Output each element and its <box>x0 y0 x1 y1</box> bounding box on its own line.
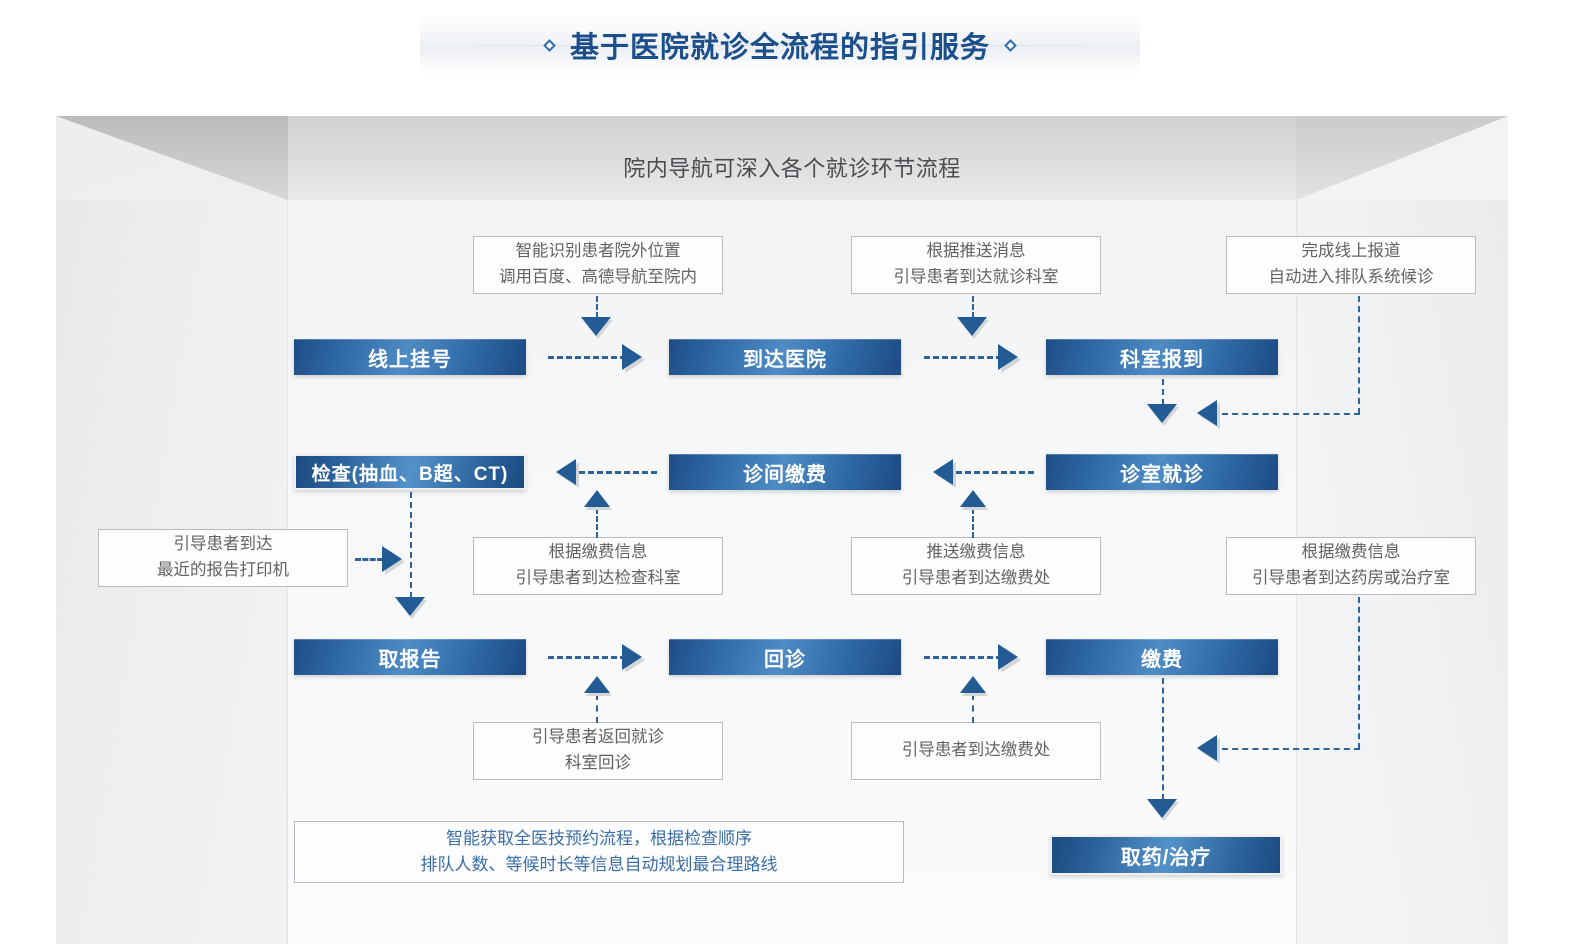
note-line: 智能获取全医技预约流程，根据检查顺序 <box>446 828 752 848</box>
arrow-up-icon <box>960 676 986 693</box>
note-box-9: 引导患者到达缴费处 <box>851 722 1101 780</box>
connector-note1-to-arrival <box>596 296 598 318</box>
note-box-10: 智能获取全医技预约流程，根据检查顺序 排队人数、等候时长等信息自动规划最合理路线 <box>294 821 904 883</box>
connector-row1-a <box>548 356 626 359</box>
connector-note3-vertical <box>1358 296 1360 414</box>
note-line: 引导患者返回就诊 <box>532 728 664 747</box>
arrow-left-icon <box>933 459 953 485</box>
connector-row1-b <box>924 356 1002 359</box>
arrow-up-icon <box>960 490 986 507</box>
note-line: 引导患者到达缴费处 <box>901 741 1051 760</box>
note-box-4: 引导患者到达 最近的报告打印机 <box>98 529 348 587</box>
note-line: 最近的报告打印机 <box>157 561 289 579</box>
process-box-payment[interactable]: 缴费 <box>1046 639 1278 675</box>
note-line: 科室回诊 <box>565 754 631 772</box>
connector-note4 <box>355 558 383 561</box>
note-line: 调用百度、高德导航至院内 <box>499 268 697 286</box>
note-line: 智能识别患者院外位置 <box>515 242 681 261</box>
process-box-examination[interactable]: 检查(抽血、B超、CT) <box>294 454 526 490</box>
arrow-up-icon <box>584 676 610 693</box>
connector-note8-up <box>596 694 598 723</box>
note-box-2: 根据推送消息 引导患者到达就诊科室 <box>851 236 1101 294</box>
note-line: 根据推送消息 <box>926 242 1026 261</box>
process-box-in-clinic-payment[interactable]: 诊间缴费 <box>669 454 901 490</box>
note-line: 根据缴费信息 <box>548 543 648 562</box>
connector-payment-to-medicine <box>1162 678 1164 800</box>
note-line: 引导患者到达检查科室 <box>515 569 681 587</box>
arrow-down-icon <box>581 317 611 336</box>
process-box-online-registration[interactable]: 线上挂号 <box>294 339 526 375</box>
note-line: 排队人数、等候时长等信息自动规划最合理路线 <box>420 855 778 874</box>
connector-note6-up <box>972 508 974 538</box>
process-box-consultation[interactable]: 诊室就诊 <box>1046 454 1278 490</box>
connector-row2-a <box>579 471 657 474</box>
note-box-1: 智能识别患者院外位置 调用百度、高德导航至院内 <box>473 236 723 294</box>
note-box-7: 根据缴费信息 引导患者到达药房或治疗室 <box>1226 537 1476 595</box>
arrow-left-icon <box>1197 400 1217 426</box>
arrow-down-icon <box>957 317 987 336</box>
connector-row3-b <box>924 656 1002 659</box>
arrow-down-icon <box>395 597 425 616</box>
process-box-department-checkin[interactable]: 科室报到 <box>1046 339 1278 375</box>
note-line: 自动进入排队系统候诊 <box>1268 268 1434 286</box>
connector-row3-a <box>548 656 626 659</box>
arrow-down-icon <box>1147 404 1177 423</box>
arrow-right-icon <box>998 644 1018 670</box>
arrow-down-icon <box>1147 799 1177 818</box>
note-line: 推送缴费信息 <box>926 543 1026 562</box>
diamond-left-icon <box>543 38 556 52</box>
connector-checkin-to-consultation <box>1162 379 1164 405</box>
title-banner: 基于医院就诊全流程的指引服务 <box>420 14 1140 76</box>
process-box-medicine-treatment[interactable]: 取药/治疗 <box>1050 835 1282 875</box>
arrow-up-icon <box>584 490 610 507</box>
process-box-arrive-hospital[interactable]: 到达医院 <box>669 339 901 375</box>
note-line: 引导患者到达就诊科室 <box>893 268 1059 286</box>
arrow-left-icon <box>556 459 576 485</box>
arrow-right-icon <box>622 344 642 370</box>
arrow-right-icon <box>622 644 642 670</box>
process-box-return-visit[interactable]: 回诊 <box>669 639 901 675</box>
note-box-8: 引导患者返回就诊 科室回诊 <box>473 722 723 780</box>
connector-note9-up <box>972 694 974 723</box>
connector-note7-vertical <box>1358 597 1360 749</box>
note-box-6: 推送缴费信息 引导患者到达缴费处 <box>851 537 1101 595</box>
note-box-3: 完成线上报道 自动进入排队系统候诊 <box>1226 236 1476 294</box>
note-line: 根据缴费信息 <box>1301 543 1401 562</box>
diamond-right-icon <box>1004 38 1017 52</box>
canvas-subtitle: 院内导航可深入各个就诊环节流程 <box>623 156 961 181</box>
room-ceiling <box>288 116 1296 200</box>
note-line: 完成线上报道 <box>1301 242 1401 261</box>
arrow-left-icon <box>1197 735 1217 761</box>
note-box-5: 根据缴费信息 引导患者到达检查科室 <box>473 537 723 595</box>
process-box-collect-report[interactable]: 取报告 <box>294 639 526 675</box>
note-line: 引导患者到达缴费处 <box>901 569 1051 587</box>
connector-note2-to-checkin <box>972 296 974 318</box>
connector-row2-b <box>956 471 1034 474</box>
page-title: 基于医院就诊全流程的指引服务 <box>569 32 990 64</box>
connector-note5-up <box>596 508 598 538</box>
connector-note3-horizontal <box>1222 413 1360 415</box>
arrow-right-icon <box>998 344 1018 370</box>
connector-note7-horizontal <box>1222 748 1360 750</box>
note-line: 引导患者到达药房或治疗室 <box>1252 569 1450 587</box>
arrow-right-icon <box>382 546 402 572</box>
room-back-panel <box>288 200 1296 944</box>
connector-exam-to-report <box>410 492 412 598</box>
note-line: 引导患者到达 <box>173 535 273 554</box>
